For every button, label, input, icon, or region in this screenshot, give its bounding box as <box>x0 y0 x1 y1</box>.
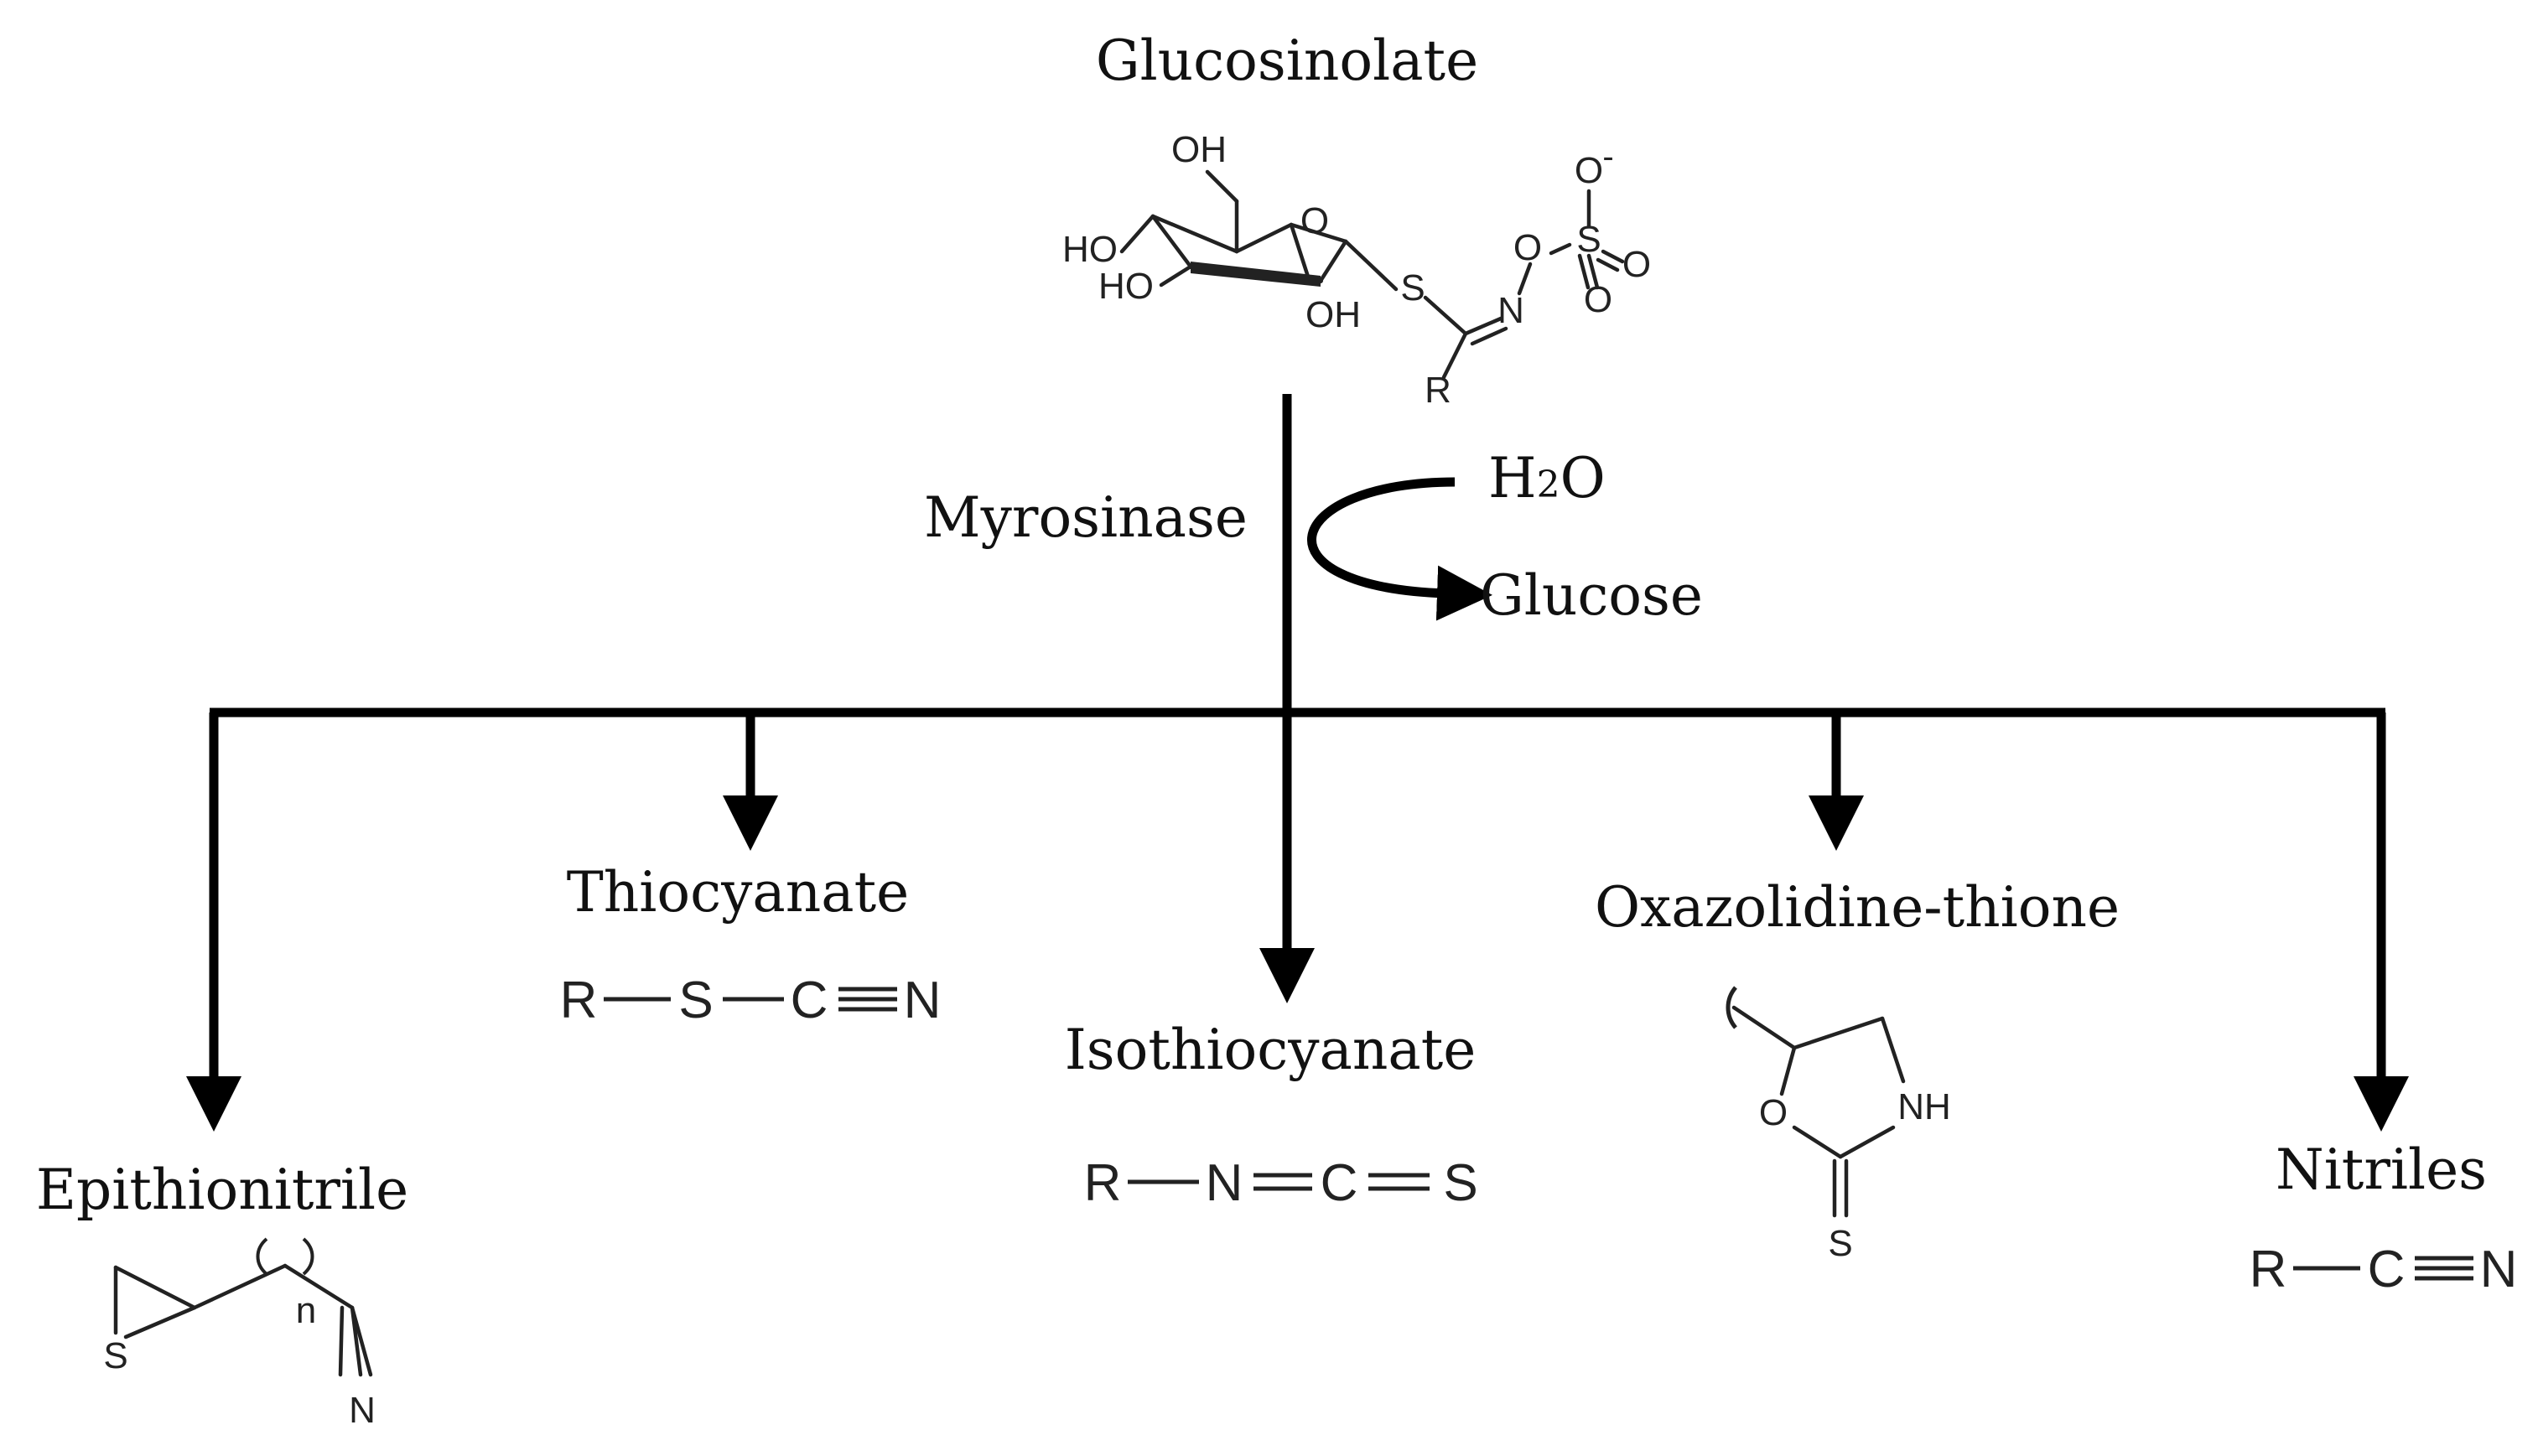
isothiocyanate-label: Isothiocyanate <box>1065 1018 1477 1082</box>
sulfonate-oxygen-down-atom: O <box>1584 279 1612 320</box>
ring-oxygen-atom: O <box>1300 200 1329 241</box>
ho-lower-atom: HO <box>1098 266 1154 307</box>
epithionitrile-s-atom: S <box>103 1335 127 1376</box>
oh-top-atom: OH <box>1171 129 1227 170</box>
epithionitrile-node: Epithionitrile S n N <box>36 1158 408 1431</box>
thio-sulfur-atom: S <box>1400 267 1425 308</box>
isothiocyanate-formula: R N C S <box>1084 1154 1478 1212</box>
thiocyanate-label: Thiocyanate <box>567 860 909 925</box>
oxazolidine-thione-node: Oxazolidine-thione O NH S <box>1595 875 2120 1264</box>
thiocyanate-n: N <box>904 972 942 1029</box>
isothiocyanate-r: R <box>1084 1154 1122 1212</box>
thiocyanate-node: Thiocyanate R S C N <box>560 860 942 1029</box>
glucosinolate-node: Glucosinolate <box>1062 28 1651 411</box>
water-label: H2O <box>1488 446 1606 510</box>
epithionitrile-n-subscript: n <box>296 1290 316 1331</box>
epithionitrile-n-atom: N <box>349 1390 376 1431</box>
nitriles-node: Nitriles R C N <box>2250 1137 2518 1298</box>
oxazolidine-nh-atom: NH <box>1897 1086 1951 1127</box>
epithionitrile-label: Epithionitrile <box>36 1158 408 1222</box>
isothiocyanate-c: C <box>1321 1154 1358 1212</box>
oxazolidine-s-atom: S <box>1828 1223 1852 1264</box>
nitriles-formula: R C N <box>2250 1241 2518 1298</box>
sulfonate-sulfur-atom: S <box>1576 219 1601 260</box>
nitriles-label: Nitriles <box>2276 1137 2487 1202</box>
imine-nitrogen-atom: N <box>1497 290 1524 331</box>
isothiocyanate-s: S <box>1443 1154 1477 1212</box>
isothiocyanate-node: Isothiocyanate R N C S <box>1065 1018 1478 1212</box>
nitriles-r: R <box>2250 1241 2287 1298</box>
oxazolidine-o-atom: O <box>1759 1092 1788 1133</box>
hydrolysis-curve-arrow <box>1307 477 1492 621</box>
link-oxygen-atom: O <box>1513 227 1542 268</box>
oxazolidine-thione-structure: O NH S <box>1726 986 1951 1264</box>
glucosinolate-structure: OH HO HO OH O S N O S O - O O R <box>1062 129 1651 411</box>
glucose-label: Glucose <box>1480 563 1703 628</box>
reaction-arrows <box>186 394 2409 1132</box>
enzyme-label: Myrosinase <box>924 485 1248 550</box>
thiocyanate-c: C <box>791 972 828 1029</box>
epithionitrile-structure: S n N <box>103 1237 376 1431</box>
sulfonate-oxygen-minus-atom: O <box>1575 150 1603 191</box>
nitriles-n: N <box>2480 1241 2518 1298</box>
thiocyanate-formula: R S C N <box>560 972 942 1029</box>
oh-bottom-atom: OH <box>1305 294 1361 335</box>
glucosinolate-label: Glucosinolate <box>1096 28 1478 93</box>
thiocyanate-r: R <box>560 972 598 1029</box>
sulfonate-oxygen-right-atom: O <box>1622 244 1651 285</box>
ho-left-atom: HO <box>1062 229 1118 270</box>
oxazolidine-thione-label: Oxazolidine-thione <box>1595 875 2120 940</box>
isothiocyanate-n: N <box>1206 1154 1243 1212</box>
thiocyanate-s: S <box>678 972 713 1029</box>
negative-charge-sign: - <box>1602 138 1613 175</box>
r-group-atom: R <box>1425 370 1451 411</box>
nitriles-c: C <box>2368 1241 2406 1298</box>
